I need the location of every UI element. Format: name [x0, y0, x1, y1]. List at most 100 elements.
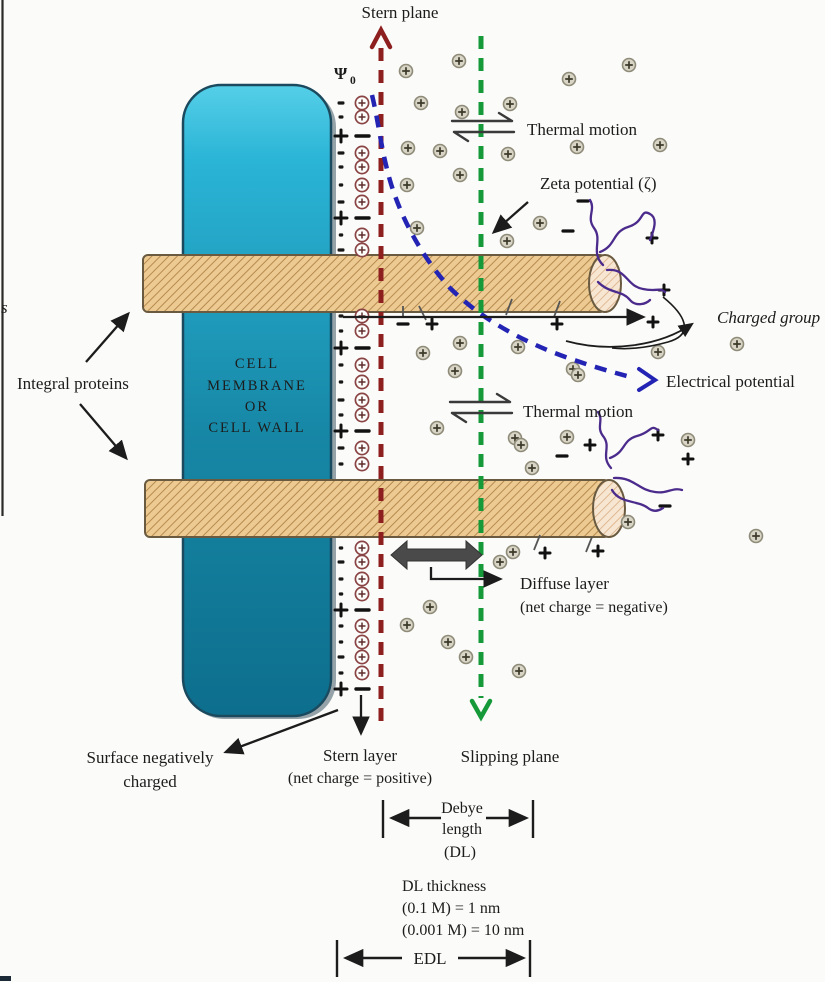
psi-zero-subscript: 0 — [350, 75, 356, 87]
diffuse-ions — [398, 53, 764, 679]
integral-protein-arrow-up — [85, 311, 130, 363]
stern-plane-arrowhead-icon — [369, 25, 393, 50]
edl-label: EDL — [413, 949, 446, 968]
plus-mark — [425, 317, 439, 331]
plus-mark — [651, 428, 665, 442]
adsorbed-plus-minus-pair — [333, 602, 371, 618]
ion — [440, 634, 456, 650]
adsorbed-plus-minus-pair — [333, 423, 371, 439]
surface-negative-and-counterion — [337, 392, 370, 408]
stern-plane-label: Stern plane — [362, 3, 439, 22]
dl-thickness-label-3: (0.001 M) = 10 nm — [402, 922, 525, 939]
diffuse-layer-label-2: (net charge = negative) — [520, 599, 668, 616]
surface-negative-and-counterion — [338, 323, 370, 339]
plus-mark — [550, 317, 564, 331]
surface-negative-and-counterion — [338, 540, 370, 556]
surface-negative-and-counterion — [338, 618, 370, 634]
pointer-tick — [533, 534, 541, 551]
stern-layer-label-2: (net charge = positive) — [288, 770, 432, 787]
ion — [559, 429, 575, 445]
adsorbed-plus-minus-pair — [333, 210, 371, 226]
ion — [511, 663, 527, 679]
surface-negative-and-counterion — [337, 145, 370, 161]
surface-negative-and-counterion — [338, 159, 370, 175]
surface-negative-and-counterion — [337, 554, 370, 570]
ion — [652, 137, 668, 153]
ion — [454, 104, 470, 120]
page-corner-artifact — [0, 976, 11, 981]
edl-measure — [335, 940, 532, 977]
diffuse-layer-label-1: Diffuse layer — [520, 574, 609, 593]
adsorbed-plus-minus-pair — [333, 681, 371, 697]
plus-mark — [583, 438, 597, 452]
surface-negative-and-counterion — [338, 571, 370, 587]
integral-protein-upper — [142, 254, 622, 313]
ion — [532, 215, 548, 231]
ion — [413, 95, 429, 111]
ion — [748, 528, 764, 544]
psi-zero-label: Ψ — [334, 64, 348, 83]
ion — [399, 617, 415, 633]
ion — [561, 71, 577, 87]
slipping-plane-line — [469, 36, 493, 722]
ion — [432, 143, 448, 159]
surface-negative-and-counterion — [338, 357, 370, 373]
annotation-arrows — [79, 201, 694, 755]
debye-label-1: Debye — [441, 800, 483, 817]
adsorbed-plus-minus-pair — [333, 128, 371, 144]
stern-plane-line — [369, 25, 393, 726]
membrane-label-2: MEMBRANE — [207, 378, 307, 394]
plus-mark — [681, 452, 695, 466]
ion — [620, 514, 636, 530]
integral-protein-lower — [144, 479, 626, 538]
charged-group-polymer-upper — [588, 198, 667, 306]
ion — [400, 140, 416, 156]
surface-negative-and-counterion — [337, 649, 370, 665]
ion — [650, 344, 666, 360]
surface-negative-and-counterion — [338, 634, 370, 650]
surface-charge-column — [333, 95, 371, 697]
ion — [502, 96, 518, 112]
slipping-plane-arrowhead-icon — [469, 698, 493, 722]
pointer-tick — [505, 298, 513, 316]
surface-negative-and-counterion — [337, 194, 370, 210]
ion — [505, 544, 521, 560]
cropped-text-fragment: s — [1, 298, 8, 317]
ion — [415, 345, 431, 361]
plus-mark — [646, 315, 660, 329]
stern-layer-label-1: Stern layer — [323, 746, 397, 765]
surface-negative-and-counterion — [338, 407, 370, 423]
protein-cap — [592, 479, 626, 538]
ion — [399, 177, 415, 193]
dl-thickness-label-1: DL thickness — [402, 878, 486, 895]
protein-cap — [588, 254, 622, 313]
surface-negative-and-counterion — [338, 665, 370, 681]
ion — [451, 53, 467, 69]
membrane-body — [181, 83, 333, 718]
membrane-label-3: OR — [245, 399, 269, 415]
charged-group-connector-curve — [611, 296, 686, 350]
integral-protein-arrow-down — [79, 403, 128, 461]
surface-charge-arrow — [223, 708, 339, 755]
ion — [570, 367, 586, 383]
ion — [458, 649, 474, 665]
ion — [409, 220, 425, 236]
ion — [524, 460, 540, 476]
ion — [513, 437, 529, 453]
plus-mark — [591, 544, 605, 558]
ion — [680, 432, 696, 448]
thermal-motion-arrows-lower-icon — [448, 392, 514, 424]
diffuse-layer-width-arrow-icon — [390, 539, 483, 571]
surface-charged-label-2: charged — [123, 772, 177, 791]
membrane-label-4: CELL WALL — [208, 420, 305, 436]
ion — [447, 363, 463, 379]
surface-negative-and-counterion — [338, 227, 370, 243]
charged-group-swoosh-arrow — [565, 322, 694, 348]
ion — [499, 233, 515, 249]
ion — [729, 336, 745, 352]
electrical-potential-curve — [369, 94, 659, 392]
thermal-motion-label-lower: Thermal motion — [523, 402, 634, 421]
dl-thickness-label-2: (0.1 M) = 1 nm — [402, 900, 501, 917]
surface-negative-and-counterion — [338, 177, 370, 193]
